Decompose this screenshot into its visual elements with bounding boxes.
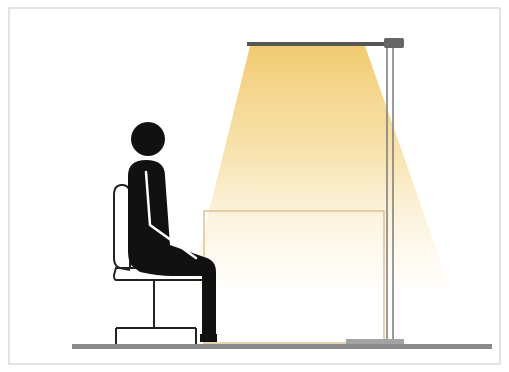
foot: [200, 334, 217, 342]
floor-lamp-icon: [247, 38, 404, 344]
person-icon: [128, 122, 217, 342]
light-cone: [190, 46, 450, 288]
arm-outline: [144, 170, 198, 260]
floor: [72, 344, 492, 349]
